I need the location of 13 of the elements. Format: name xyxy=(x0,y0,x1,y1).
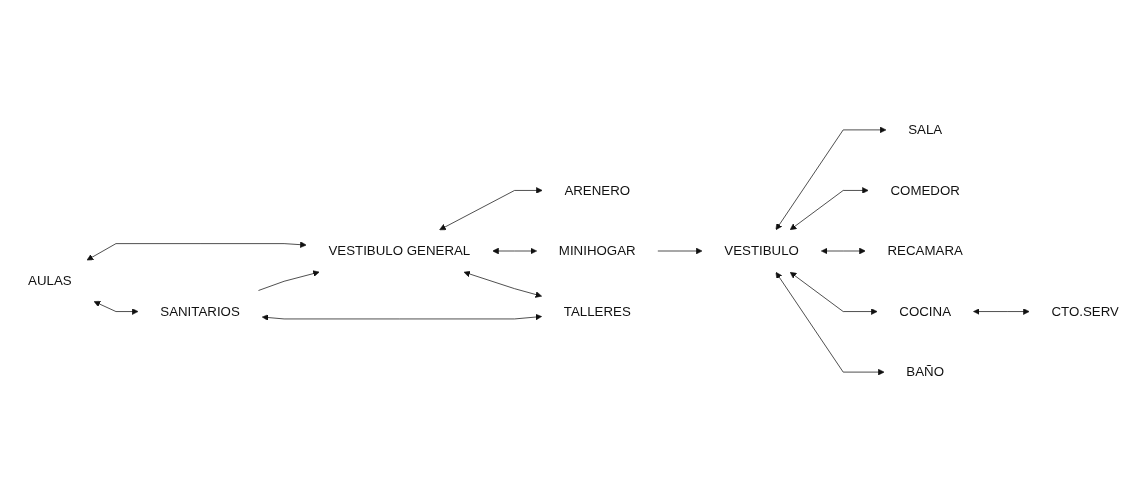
node-text: VESTIBULO GENERAL xyxy=(328,243,471,259)
node-text: RECAMARA xyxy=(887,243,963,259)
node-text: SALA xyxy=(908,122,943,137)
node-text: ARENERO xyxy=(564,182,631,198)
node-text: CTO.SERV xyxy=(1051,303,1119,319)
node-text: VESTIBULO xyxy=(724,243,799,259)
node-text: AULAS xyxy=(28,273,72,289)
node-text: COCINA xyxy=(899,303,952,319)
node-text: COMEDOR xyxy=(890,182,960,198)
node-text: SANITARIOS xyxy=(160,303,240,319)
node-text: TALLERES xyxy=(563,303,631,319)
node-text: BAÑO xyxy=(906,364,945,380)
node-text: MINIHOGAR xyxy=(558,243,636,259)
